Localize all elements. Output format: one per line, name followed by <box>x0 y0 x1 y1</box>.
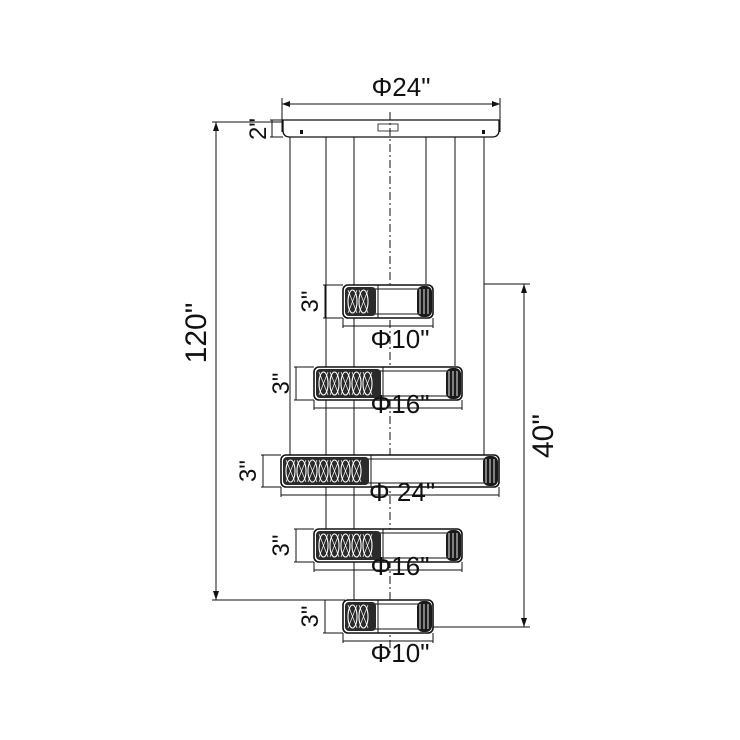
tier-span-dimension <box>432 283 530 628</box>
tier-span-label: 40" <box>527 414 560 458</box>
crystal-band <box>283 457 369 485</box>
tier-height-dimension <box>294 528 314 563</box>
ring-tier-5: 3" Φ10" <box>297 599 434 668</box>
ring-tiers: 3" Φ10" 3" Φ16" 3" Φ 24" 3" Φ16" 3" Φ10" <box>235 284 500 668</box>
tier-diameter-label: Φ16" <box>371 551 430 581</box>
canopy-height-dimension <box>270 119 283 138</box>
tier-height-label: 3" <box>268 373 295 395</box>
tier-height-label: 3" <box>297 606 324 628</box>
tier-height-dimension <box>294 366 314 401</box>
tier-height-dimension <box>323 599 343 634</box>
ring-end-cap <box>483 456 498 486</box>
crystal-band <box>345 602 376 631</box>
ring-tier-3: 3" Φ 24" <box>235 454 500 507</box>
tier-diameter-dimension <box>342 318 434 328</box>
crystal-band <box>316 369 381 398</box>
ring-end-cap <box>446 530 461 561</box>
overall-height-dimension <box>212 121 345 601</box>
tier-diameter-dimension <box>313 562 463 572</box>
tier-diameter-label: Φ16" <box>371 389 430 419</box>
ring-end-cap <box>417 286 432 317</box>
ring-end-cap <box>417 601 432 632</box>
ring-tier-1: 3" Φ10" <box>297 284 434 354</box>
tier-diameter-dimension <box>280 487 500 497</box>
tier-height-dimension <box>261 454 281 488</box>
overall-height-label: 120" <box>180 303 213 364</box>
tier-height-label: 3" <box>297 291 324 313</box>
ring-tier-4: 3" Φ16" <box>268 528 463 581</box>
tier-height-label: 3" <box>235 460 262 482</box>
canopy-plate <box>282 119 500 138</box>
ring-tier-2: 3" Φ16" <box>268 366 463 419</box>
tier-diameter-label: Φ10" <box>371 638 430 668</box>
ring-end-cap <box>446 368 461 399</box>
crystal-band <box>345 287 376 316</box>
tier-diameter-dimension <box>342 633 434 643</box>
crystal-band <box>316 531 381 560</box>
tier-height-dimension <box>323 284 343 319</box>
tier-diameter-label: Φ10" <box>371 324 430 354</box>
canopy-diameter-label: Φ24" <box>372 72 431 102</box>
canopy-width-dimension <box>281 98 501 132</box>
canopy-height-label: 2" <box>245 118 272 140</box>
tier-diameter-dimension <box>313 400 463 410</box>
tier-diameter-label: Φ 24" <box>369 477 435 507</box>
tier-height-label: 3" <box>268 535 295 557</box>
